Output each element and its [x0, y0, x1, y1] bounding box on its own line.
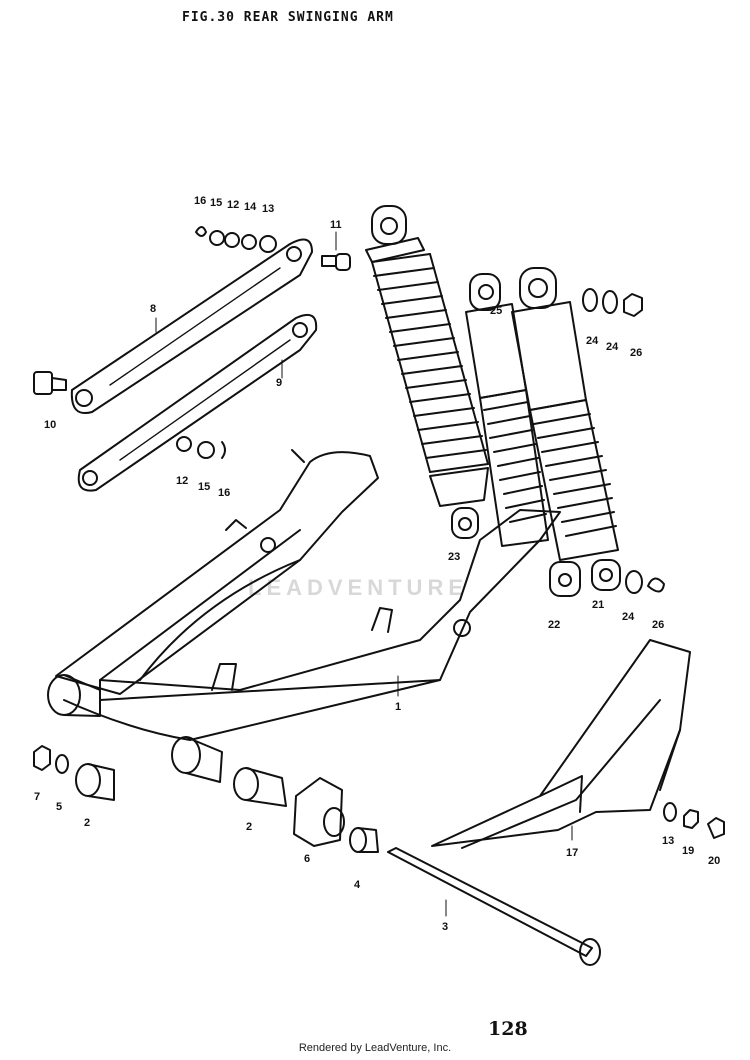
- hardware-right: [663, 802, 725, 839]
- washers-mid: [176, 436, 226, 459]
- callout-2-a: 2: [84, 817, 90, 829]
- torque-link-lower: [77, 314, 318, 492]
- callout-2-b: 2: [246, 821, 252, 833]
- callout-24-c: 24: [622, 611, 635, 623]
- callout-5: 5: [56, 801, 62, 813]
- callout-11: 11: [330, 219, 342, 231]
- figure-title: FIG.30 REAR SWINGING ARM: [182, 10, 394, 25]
- callout-23: 23: [448, 551, 460, 563]
- swing-arm: [55, 449, 561, 741]
- callout-15-b: 15: [198, 481, 210, 493]
- bolt-11: [321, 253, 351, 271]
- callout-8: 8: [150, 303, 156, 315]
- callout-25: 25: [490, 305, 502, 317]
- callout-10: 10: [44, 419, 56, 431]
- callout-16: 16: [194, 195, 206, 207]
- shock-absorber-right: [511, 267, 621, 597]
- callout-9: 9: [276, 377, 282, 389]
- callout-21: 21: [592, 599, 604, 611]
- shock-absorber-coil: [365, 205, 489, 539]
- washers-top: [195, 226, 277, 253]
- collar-4: [349, 827, 379, 853]
- callout-24-a: 24: [586, 335, 599, 347]
- torque-link-upper: [70, 238, 313, 414]
- pivot-boss-left: [47, 674, 101, 717]
- shock-absorber-middle: [465, 273, 549, 547]
- watermark: LEADVENTURE: [248, 575, 469, 600]
- callout-19: 19: [682, 845, 694, 857]
- nut-washer-bush-left: [33, 745, 115, 801]
- washers-right-top: [582, 288, 643, 317]
- callout-12: 12: [227, 199, 239, 211]
- callout-3: 3: [442, 921, 448, 933]
- callout-7: 7: [34, 791, 40, 803]
- callout-14: 14: [244, 201, 257, 213]
- callout-6: 6: [304, 853, 310, 865]
- bolt-10: [33, 371, 67, 395]
- bush-center: [233, 767, 287, 807]
- callout-13: 13: [262, 203, 274, 215]
- pivot-boss-right: [171, 736, 223, 783]
- callout-17: 17: [566, 847, 578, 859]
- callout-12-b: 12: [176, 475, 188, 487]
- spacer-6: [293, 777, 345, 847]
- callout-4: 4: [354, 879, 361, 891]
- pivot-shaft: [387, 847, 601, 966]
- chain-case: [431, 639, 691, 849]
- callout-26-b: 26: [652, 619, 664, 631]
- callout-15: 15: [210, 197, 222, 209]
- callout-26-a: 26: [630, 347, 642, 359]
- footer-credit: Rendered by LeadVenture, Inc.: [298, 1042, 452, 1054]
- callout-20: 20: [708, 855, 720, 867]
- washers-right-bottom: [625, 570, 665, 594]
- callout-13-b: 13: [662, 835, 674, 847]
- callout-22: 22: [548, 619, 560, 631]
- page-number: 128: [488, 1018, 528, 1040]
- callout-24-b: 24: [606, 341, 619, 353]
- callout-16-b: 16: [218, 487, 230, 499]
- callout-1: 1: [395, 701, 401, 713]
